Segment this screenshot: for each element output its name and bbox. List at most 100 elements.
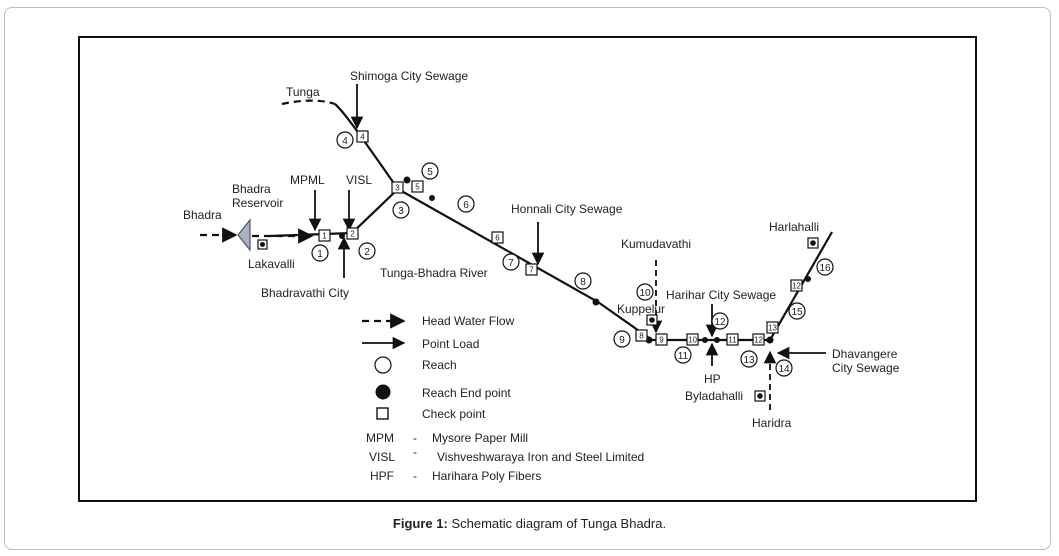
check-point: 2 (346, 227, 359, 240)
check-point: 5 (411, 180, 424, 193)
label-honnali-sewage: Honnali City Sewage (511, 202, 623, 216)
svg-text:14: 14 (778, 364, 790, 375)
abbr-full: Mysore Paper Mill (432, 431, 528, 445)
label-harihar-sewage: Harihar City Sewage (666, 288, 776, 302)
reach: 5 (421, 162, 439, 180)
check-point: 12 (752, 333, 765, 346)
svg-text:3: 3 (398, 206, 404, 217)
reach: 2 (358, 242, 376, 260)
reach-end-points (339, 176, 811, 344)
tunga-inflow-dashed (281, 99, 336, 106)
check-point: 1 (318, 229, 331, 242)
svg-text:15: 15 (791, 307, 803, 318)
reach: 8 (574, 272, 592, 290)
reach: 6 (457, 195, 475, 213)
label-harlahalli: Harlahalli (769, 220, 819, 234)
svg-text:12: 12 (792, 282, 801, 291)
label-tunga: Tunga (286, 85, 320, 99)
reach: 3 (392, 201, 410, 219)
label-lakavalli: Lakavalli (248, 257, 295, 271)
label-mpml: MPML (290, 173, 325, 187)
figure-caption: Figure 1: Schematic diagram of Tunga Bha… (0, 516, 1059, 531)
svg-text:16: 16 (819, 263, 831, 274)
svg-text:10: 10 (688, 336, 697, 345)
reach: 16 (816, 258, 834, 276)
lakavalli-marker (257, 239, 268, 250)
abbreviation-row: MPM - Mysore Paper Mill (366, 431, 528, 445)
svg-text:8: 8 (580, 277, 586, 288)
abbr-separator: - (413, 469, 417, 483)
label-dhavangere-line2: City Sewage (832, 361, 900, 375)
legend-point-load-label: Point Load (422, 337, 479, 351)
svg-text:9: 9 (659, 336, 664, 345)
reach: 14 (775, 359, 793, 377)
label-visl: VISL (346, 173, 372, 187)
reach: 1 (311, 244, 329, 262)
legend-head-water-label: Head Water Flow (422, 314, 515, 328)
label-byladahalli: Byladahalli (685, 389, 743, 403)
svg-text:12: 12 (754, 336, 763, 345)
check-point: 9 (655, 333, 668, 346)
diagram-border (78, 36, 977, 502)
svg-text:6: 6 (495, 234, 500, 243)
svg-text:6: 6 (463, 200, 469, 211)
legend-check-point-symbol (376, 407, 389, 420)
label-kuppelur: Kuppelur (617, 302, 665, 316)
check-point: 13 (766, 321, 779, 334)
svg-text:5: 5 (415, 183, 420, 192)
reach: 10 (636, 283, 654, 301)
svg-text:13: 13 (768, 324, 777, 333)
check-point: 10 (686, 333, 699, 346)
abbr-code: MPM (366, 431, 394, 445)
svg-text:2: 2 (364, 247, 370, 258)
reach: 11 (674, 346, 692, 364)
byladahalli-marker (754, 390, 766, 402)
legend-reach-symbol (374, 356, 392, 374)
abbreviation-row: VISL - Vishveshwaraya Iron and Steel Lim… (369, 445, 644, 464)
check-point: 12 (790, 279, 803, 292)
caption-prefix: Figure 1: (392, 516, 448, 531)
label-shimoga-sewage: Shimoga City Sewage (350, 69, 468, 83)
svg-text:10: 10 (639, 288, 651, 299)
legend-reach-label: Reach (422, 358, 457, 372)
legend-reach-end-label: Reach End point (422, 386, 511, 400)
abbreviation-row: HPF - Harihara Poly Fibers (370, 469, 541, 483)
svg-text:13: 13 (743, 355, 755, 366)
reach: 4 (336, 131, 354, 149)
check-point: 6 (491, 231, 504, 244)
reach: 9 (613, 330, 631, 348)
label-bhadra-reservoir-line2: Reservoir (232, 196, 283, 210)
check-point: 7 (525, 263, 538, 276)
label-haridra: Haridra (752, 416, 792, 430)
reaches: 1 2 3 4 5 6 7 8 9 10 11 12 13 14 15 16 (311, 131, 834, 377)
svg-text:1: 1 (322, 232, 327, 241)
reach: 13 (740, 350, 758, 368)
label-bhadra: Bhadra (183, 208, 222, 222)
label-tunga-bhadra-river: Tunga-Bhadra River (380, 266, 488, 280)
svg-text:7: 7 (508, 258, 514, 269)
reach: 15 (788, 302, 806, 320)
legend: Head Water Flow Point Load Reach Reach E… (362, 313, 644, 483)
svg-text:5: 5 (427, 167, 433, 178)
harlahalli-marker (807, 237, 819, 249)
caption-text: Schematic diagram of Tunga Bhadra. (451, 516, 667, 531)
check-point: 3 (391, 181, 404, 194)
svg-text:2: 2 (350, 230, 355, 239)
abbr-separator: - (413, 431, 417, 445)
svg-text:9: 9 (619, 335, 625, 346)
tunga-inflow-solid (334, 103, 399, 190)
svg-text:4: 4 (342, 136, 348, 147)
bhadra-reservoir-icon (237, 218, 251, 252)
label-kumudavathi: Kumudavathi (621, 237, 691, 251)
reach: 7 (502, 253, 520, 271)
abbr-full: Vishveshwaraya Iron and Steel Limited (437, 450, 644, 464)
svg-text:12: 12 (714, 317, 726, 328)
check-point: 11 (726, 333, 739, 346)
svg-text:4: 4 (360, 133, 365, 142)
abbr-full: Harihara Poly Fibers (432, 469, 541, 483)
label-bhadra-reservoir-line1: Bhadra (232, 182, 271, 196)
kuppelur-marker (646, 314, 658, 326)
label-bhadravathi-city: Bhadravathi City (261, 286, 349, 300)
abbr-separator: - (413, 445, 417, 459)
